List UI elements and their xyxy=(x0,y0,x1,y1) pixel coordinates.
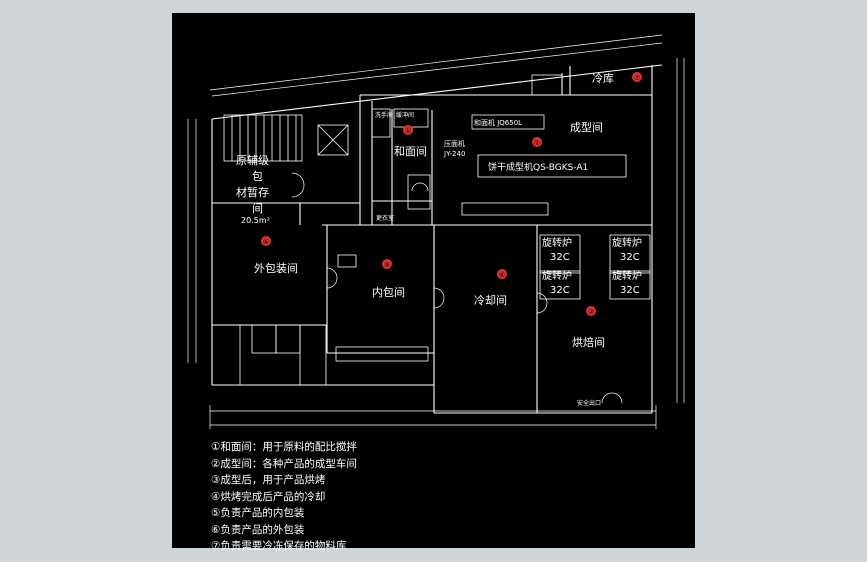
raw-store-label-2: 包 xyxy=(252,170,263,183)
inner-pack-label: 内包间 xyxy=(372,285,405,299)
marker-7 xyxy=(632,72,642,82)
change-label: 更衣室 xyxy=(376,214,394,222)
marker-1 xyxy=(403,125,413,135)
cooling-label: 冷却间 xyxy=(474,294,507,307)
raw-store-area: 20.5m² xyxy=(241,216,270,225)
raw-store-label-1: 原辅级 xyxy=(236,153,269,167)
forming-room-label: 成型间 xyxy=(570,120,603,134)
cold-store-label: 冷库 xyxy=(592,72,614,85)
kneader-label-1: 压面机 xyxy=(444,139,465,148)
room-markers: ① ② ③ ④ ⑤ ⑥ ⑦ xyxy=(261,72,642,316)
raw-store-label-3: 材暂存 xyxy=(236,185,269,199)
equipment-boxes xyxy=(211,74,651,386)
marker-7-text: ⑦ xyxy=(634,74,640,82)
marker-5 xyxy=(382,259,392,269)
buffer-label: 缓冲间 xyxy=(396,111,414,119)
marker-2-text: ② xyxy=(534,139,540,147)
marker-3-text: ③ xyxy=(588,308,594,316)
mixer-label: 和面机 JQ650L xyxy=(474,118,522,127)
wash-label: 洗手间 xyxy=(375,111,393,119)
marker-3 xyxy=(586,306,596,316)
oven-3-model: 32C xyxy=(550,285,570,296)
stair xyxy=(223,114,349,162)
walls xyxy=(211,64,663,414)
legend-item-2: ②成型间：各种产品的成型车间 xyxy=(211,457,357,470)
legend: ①和面间：用于原料的配比搅拌 ②成型间：各种产品的成型车间 ③成型后，用于产品烘… xyxy=(211,439,511,555)
legend-item-5: ⑤负责产品的内包装 xyxy=(211,507,305,519)
exit-door-label: 安全出口 xyxy=(577,399,601,407)
legend-item-7: ⑦负责需要冷冻保存的物料库 xyxy=(211,540,347,552)
mix-room-label: 和面间 xyxy=(394,145,427,158)
oven-4-label: 旋转炉 xyxy=(612,269,642,282)
forming-machine-label: 饼干成型机QS-BGKS-A1 xyxy=(488,161,588,173)
marker-4 xyxy=(497,269,507,279)
oven-1-model: 32C xyxy=(550,252,570,263)
oven-2-model: 32C xyxy=(620,252,640,263)
legend-item-1: ①和面间：用于原料的配比搅拌 xyxy=(211,441,357,453)
marker-2 xyxy=(532,137,542,147)
dimension-lines xyxy=(187,34,685,429)
marker-6 xyxy=(261,236,271,246)
raw-store-label-4: 间 xyxy=(252,202,263,215)
oven-4-model: 32C xyxy=(620,285,640,296)
legend-item-6: ⑥负责产品的外包装 xyxy=(211,523,305,536)
baking-label: 烘焙间 xyxy=(572,335,605,349)
oven-3-label: 旋转炉 xyxy=(542,269,572,282)
oven-1-label: 旋转炉 xyxy=(542,236,572,249)
outer-pack-label: 外包装间 xyxy=(254,262,298,275)
legend-item-4: ④烘烤完成后产品的冷却 xyxy=(211,490,326,503)
oven-2-label: 旋转炉 xyxy=(612,236,642,249)
legend-item-3: ③成型后，用于产品烘烤 xyxy=(211,474,326,486)
floor-plan: 冷库 和面间 成型间 原辅级 包 材暂存 间 20.5m² 外包装间 内包间 冷… xyxy=(187,34,685,429)
marker-6-text: ⑥ xyxy=(263,238,269,246)
kneader-label-2: JY-240 xyxy=(443,150,465,158)
marker-4-text: ④ xyxy=(499,271,505,279)
drawing-canvas: 冷库 和面间 成型间 原辅级 包 材暂存 间 20.5m² 外包装间 内包间 冷… xyxy=(172,13,695,548)
marker-1-text: ① xyxy=(405,127,411,135)
doors xyxy=(291,172,623,404)
marker-5-text: ⑤ xyxy=(384,261,390,269)
